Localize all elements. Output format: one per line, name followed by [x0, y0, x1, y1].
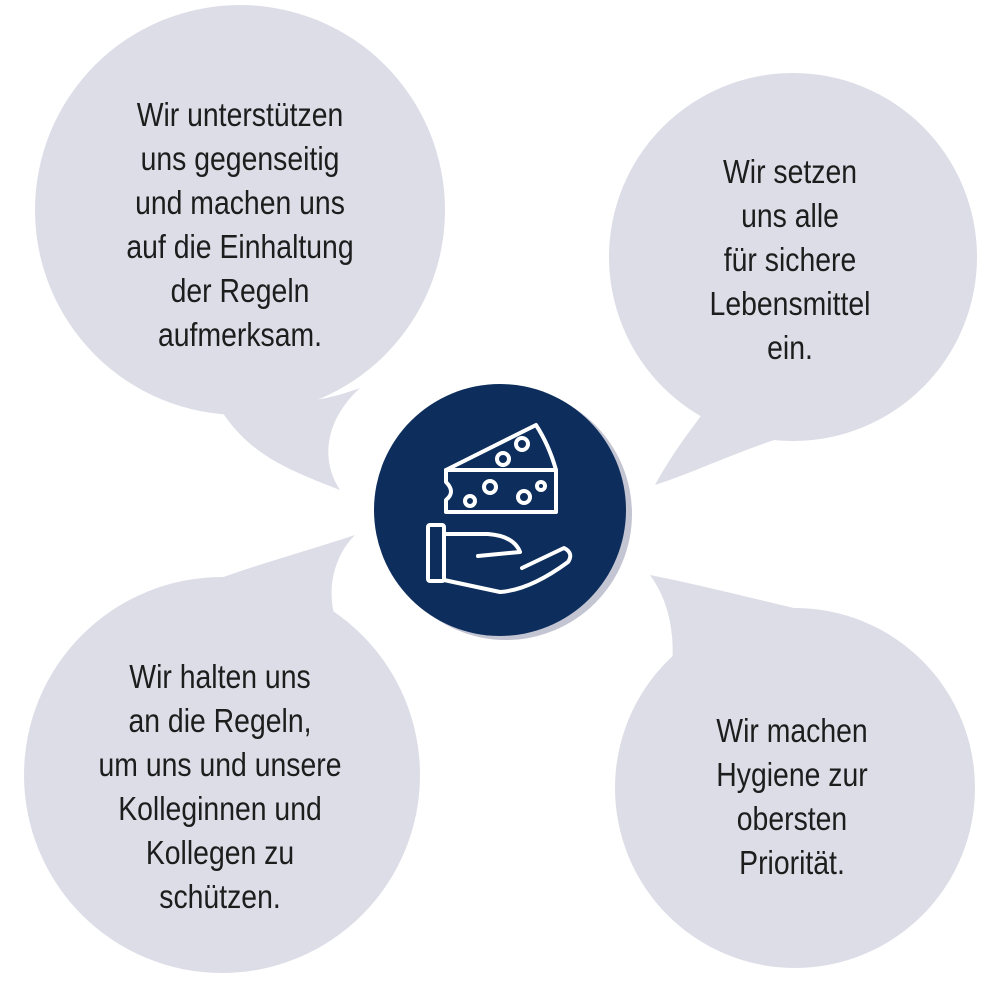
speech-bubble-bottom-right	[615, 575, 975, 968]
speech-bubble-bottom-left	[24, 535, 420, 973]
speech-bubble-top-left	[35, 5, 445, 490]
bubble-text-bottom-right: Wir machen Hygiene zur obersten Prioritä…	[716, 712, 868, 881]
bubble-text-top-left: Wir unterstützen uns gegenseitig und mac…	[126, 96, 354, 353]
bubble-text-bottom-left: Wir halten uns an die Regeln, um uns und…	[98, 658, 342, 915]
bubble-text-top-right: Wir setzen uns alle für sichere Lebensmi…	[709, 153, 871, 366]
speech-bubble-top-right	[609, 73, 977, 485]
cheese-on-hand-icon	[426, 423, 573, 594]
